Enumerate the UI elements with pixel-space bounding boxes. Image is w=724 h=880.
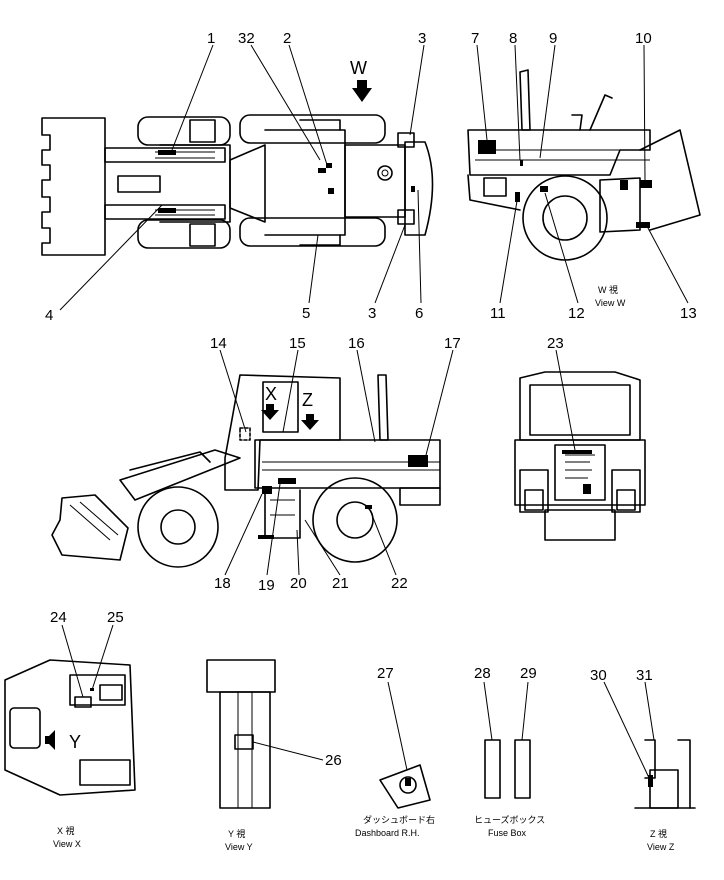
callout-13: 13: [680, 305, 697, 322]
loader-side-view: X Z: [51, 374, 441, 568]
callout-28: 28: [474, 665, 491, 682]
detail-dashboard-rh: ダッシュボード右 Dashboard R.H.: [355, 764, 435, 838]
callout-27: 27: [377, 665, 394, 682]
callout-7: 7: [471, 30, 479, 47]
callout-3-bottom: 3: [368, 305, 376, 322]
callout-17: 17: [444, 335, 461, 352]
callout-12: 12: [568, 305, 585, 322]
callout-9: 9: [549, 30, 557, 47]
callout-numbers: 1 2 3 3 4 5 6 7 8 9 10 11 12 13 14 15 16…: [45, 30, 697, 769]
callout-20: 20: [290, 575, 307, 592]
callout-4: 4: [45, 307, 53, 324]
view-w-caption-jp: W 視: [598, 284, 618, 295]
callout-25: 25: [107, 609, 124, 626]
callout-24: 24: [50, 609, 67, 626]
detail-view-z: Z 視 View Z: [634, 739, 696, 852]
view-x-letter: X: [265, 384, 277, 404]
callout-23: 23: [547, 335, 564, 352]
callout-30: 30: [590, 667, 607, 684]
view-y-caption-en: View Y: [225, 842, 253, 852]
view-z-letter: Z: [302, 390, 313, 410]
detail-fuse-box: ヒューズボックス Fuse Box: [474, 739, 545, 838]
callout-29: 29: [520, 665, 537, 682]
callout-32: 32: [238, 30, 255, 47]
callout-1: 1: [207, 30, 215, 47]
view-z-caption-jp: Z 視: [650, 828, 667, 839]
callout-15: 15: [289, 335, 306, 352]
callout-2: 2: [283, 30, 291, 47]
view-y-letter: Y: [69, 732, 81, 752]
loader-top-view: W: [41, 58, 434, 256]
loader-view-w: W 視 View W: [467, 69, 701, 308]
callout-11: 11: [490, 305, 506, 322]
callout-14: 14: [210, 335, 227, 352]
callout-21: 21: [332, 575, 349, 592]
callout-10: 10: [635, 30, 652, 47]
detail-view-y: Y 視 View Y: [206, 659, 276, 852]
fusebox-caption-jp: ヒューズボックス: [474, 814, 545, 825]
view-x-caption-en: View X: [53, 839, 81, 849]
detail-view-x: Y X 視 View X: [4, 659, 136, 849]
callout-3-top: 3: [418, 30, 426, 47]
view-w-letter: W: [350, 58, 367, 78]
fusebox-caption-en: Fuse Box: [488, 828, 527, 838]
view-w-caption-en: View W: [595, 298, 626, 308]
dashboard-caption-en: Dashboard R.H.: [355, 828, 420, 838]
loader-rear-view: [514, 371, 646, 541]
callout-19: 19: [258, 577, 275, 594]
callout-6: 6: [415, 305, 423, 322]
dashboard-caption-jp: ダッシュボード右: [363, 814, 435, 825]
callout-8: 8: [509, 30, 517, 47]
callout-26: 26: [325, 752, 342, 769]
callout-5: 5: [302, 305, 310, 322]
callout-22: 22: [391, 575, 408, 592]
view-x-caption-jp: X 視: [57, 825, 75, 836]
callout-31: 31: [636, 667, 653, 684]
callout-18: 18: [214, 575, 231, 592]
leader-lines: [59, 44, 689, 781]
view-z-caption-en: View Z: [647, 842, 675, 852]
view-y-caption-jp: Y 視: [228, 828, 245, 839]
callout-16: 16: [348, 335, 365, 352]
